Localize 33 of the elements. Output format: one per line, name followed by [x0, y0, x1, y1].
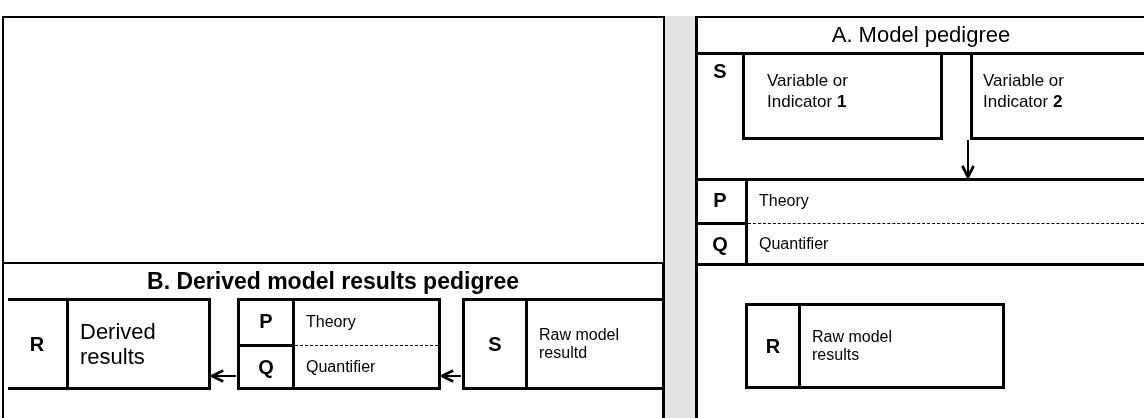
labelled-box — [745, 303, 1005, 389]
text-box — [742, 52, 943, 140]
cell-text: Quantifier — [306, 357, 376, 378]
split-box — [237, 298, 441, 390]
text-box — [970, 52, 1144, 140]
separator-band — [665, 16, 695, 418]
panel — [2, 262, 665, 418]
cell-text: Quantifier — [759, 234, 829, 255]
labelled-box — [462, 298, 662, 390]
row-letter: S — [712, 58, 728, 84]
panel-title: B. Derived model results pedigree — [146, 267, 520, 296]
arrow — [210, 369, 237, 383]
arrow — [961, 139, 975, 179]
labelled-box — [8, 298, 211, 390]
cell-text: Theory — [306, 311, 356, 332]
box-text: Raw model results — [812, 327, 894, 365]
row-letter: P — [258, 309, 274, 335]
box-text: Variable or Indicator 2 — [982, 70, 1065, 112]
split-box — [695, 178, 1144, 266]
panel — [695, 16, 1144, 418]
row-letter: Q — [257, 354, 275, 380]
row-letter: P — [712, 188, 728, 214]
box-text: Raw model resultd — [539, 325, 621, 363]
arrow — [440, 369, 462, 383]
box-text: Derived results — [80, 318, 157, 370]
row-letter: S — [487, 331, 503, 357]
row-letter: R — [764, 333, 782, 359]
row-box — [695, 52, 1144, 139]
panel-title: A. Model pedigree — [830, 21, 1012, 49]
row-letter: Q — [711, 231, 729, 257]
row-letter: R — [28, 331, 46, 357]
box-text: Variable or Indicator 1 — [766, 70, 849, 112]
cell-text: Theory — [759, 190, 809, 211]
